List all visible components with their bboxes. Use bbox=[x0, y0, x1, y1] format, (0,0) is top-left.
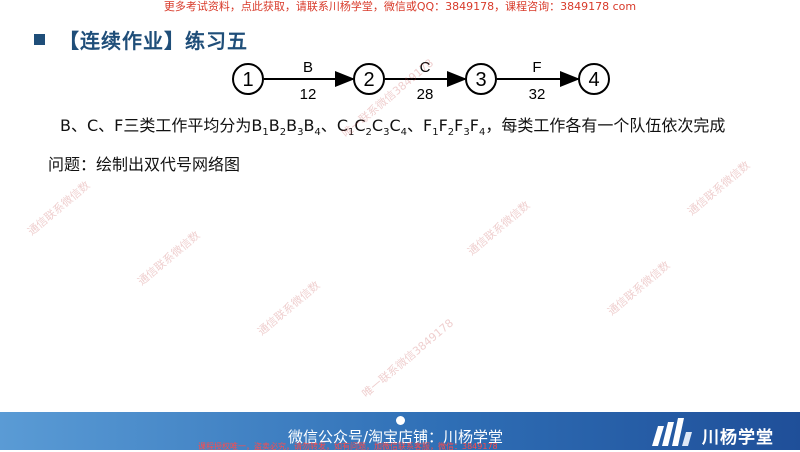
arrow-work-label-b: B bbox=[303, 59, 313, 76]
arrow-work-label-f: F bbox=[532, 59, 541, 76]
rising-bars-logo-icon bbox=[652, 418, 692, 446]
arrow-work-label-c: C bbox=[420, 59, 431, 76]
description-outro: ，每类工作各有一个队伍依次完成 bbox=[485, 116, 726, 135]
top-banner: 更多考试资料，点此获取，请联系川杨学堂，微信或QQ：3849178，课程咨询：3… bbox=[163, 0, 637, 13]
group-f: F1F2F3F4 bbox=[423, 116, 486, 139]
node-circle-4 bbox=[578, 63, 610, 95]
group-c: C1C2C3C4 bbox=[336, 116, 407, 139]
arrow-duration-label-12: 12 bbox=[300, 86, 317, 103]
title-text: 【连续作业】练习五 bbox=[59, 28, 248, 53]
node-circle-3 bbox=[465, 63, 497, 95]
node-label-1: 1 bbox=[242, 69, 253, 91]
double-code-network-diagram: 1 2 3 4 B 12 C 28 F 32 bbox=[232, 59, 610, 103]
footer-brand: 川杨学堂 bbox=[702, 428, 774, 448]
watermark-text: 通信联系微信数 bbox=[25, 178, 93, 239]
footer-bar: 微信公众号/淘宝店铺：川杨学堂 课程授权唯一，盗卖必究，请勿转发，如有问题，加微… bbox=[0, 412, 800, 451]
watermark-text: 通信联系微信数 bbox=[255, 278, 323, 339]
footer-dot bbox=[396, 416, 405, 425]
arrow-duration-label-32: 32 bbox=[529, 86, 546, 103]
node-label-3: 3 bbox=[475, 69, 486, 91]
slide-title: 【连续作业】练习五 bbox=[34, 26, 248, 53]
watermark-contact: 唯一联系微信3849178 bbox=[359, 316, 457, 401]
node-label-2: 2 bbox=[363, 69, 374, 91]
footer-notice-text: 课程授权唯一，盗卖必究，请勿转发，如有问题，加微信联系客服，微信：3849178 bbox=[198, 442, 498, 451]
question-text: 问题：绘制出双代号网络图 bbox=[48, 155, 241, 174]
title-bullet-square bbox=[34, 33, 45, 45]
node-circle-2 bbox=[353, 63, 385, 95]
footer-center-text: 微信公众号/淘宝店铺：川杨学堂 bbox=[288, 428, 504, 446]
watermark-text: 通信联系微信数 bbox=[465, 198, 533, 259]
problem-description: B、C、F三类工作平均分为B1B2B3B4、C1C2C3C4、F1F2F3F4，… bbox=[60, 116, 726, 139]
node-circle-1 bbox=[232, 63, 264, 95]
group-b: B1B2B3B4 bbox=[251, 116, 321, 139]
watermark-text: 通信联系微信数 bbox=[135, 228, 203, 289]
watermark-text: 通信联系微信数 bbox=[685, 158, 753, 219]
node-label-4: 4 bbox=[588, 69, 599, 91]
arrow-duration-label-28: 28 bbox=[417, 86, 434, 103]
description-intro: B、C、F三类工作平均分为 bbox=[60, 116, 252, 135]
watermark-text: 通信联系微信数 bbox=[605, 258, 673, 319]
